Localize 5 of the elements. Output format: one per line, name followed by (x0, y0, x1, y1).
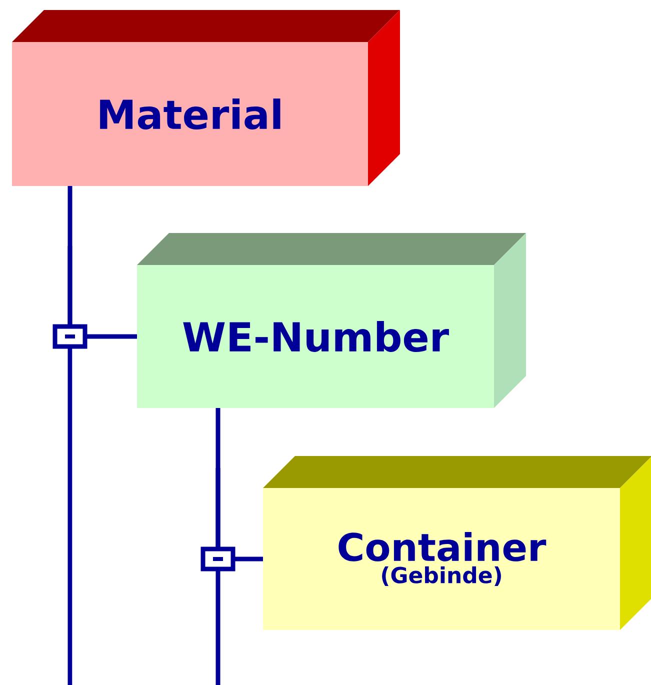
block-box: Container (Gebinde) (263, 456, 651, 630)
block-box: Material (12, 10, 400, 186)
tree-connector (68, 186, 137, 339)
block-box: WE-Number (137, 233, 526, 408)
tree-connector (216, 408, 263, 562)
